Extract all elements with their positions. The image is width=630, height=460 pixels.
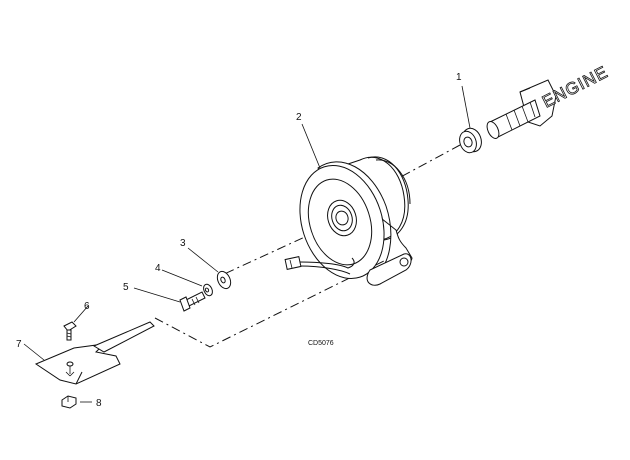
center-line: [154, 144, 461, 348]
part-5-bolt: [179, 291, 206, 312]
callout-7: 7: [16, 339, 22, 350]
callout-8: 8: [96, 398, 102, 409]
part-6-cap-screw: [63, 321, 77, 341]
callout-2: 2: [296, 112, 302, 123]
callout-4: 4: [155, 263, 161, 274]
leader-lines: [23, 85, 471, 403]
part-3-washer: [216, 270, 232, 290]
part-7-bracket: [34, 321, 155, 385]
part-8-nut: [61, 395, 77, 409]
part-2-pto-clutch: [284, 156, 413, 286]
callout-3: 3: [180, 238, 186, 249]
figure-code: CD5076: [308, 340, 334, 347]
part-1-spacer: [459, 127, 482, 154]
part-4-lock-washer: [203, 283, 213, 297]
callout-5: 5: [123, 282, 129, 293]
engine-crankshaft: [486, 79, 557, 139]
callout-6: 6: [84, 301, 90, 312]
callout-1: 1: [456, 72, 462, 83]
